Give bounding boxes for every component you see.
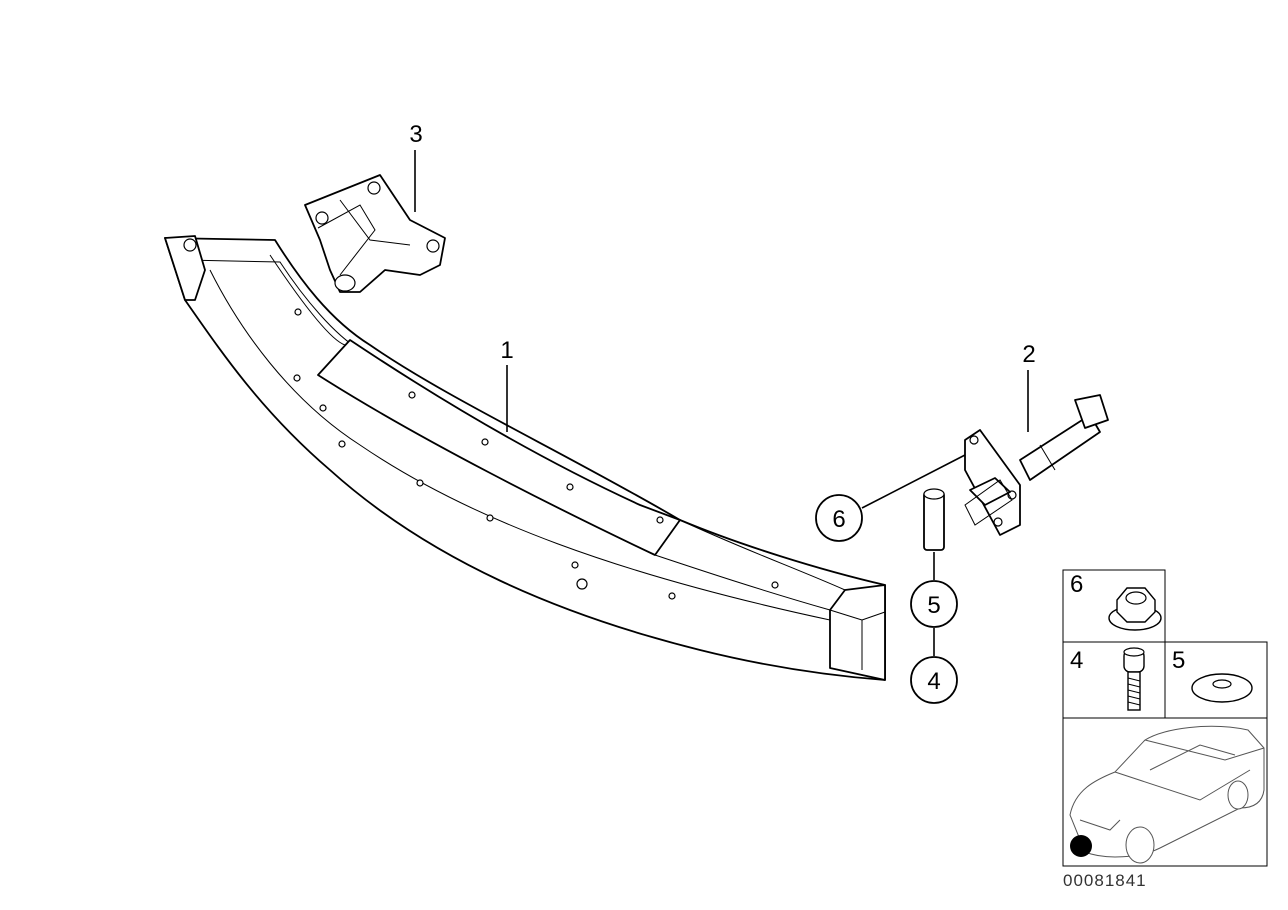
callout-number-2: 2 (1022, 341, 1035, 368)
hex-nut-icon (1108, 587, 1162, 631)
circled-number-5: 5 (927, 592, 940, 619)
circled-callout-4: 4 (910, 656, 958, 704)
pin-part[interactable] (923, 488, 945, 551)
callout-number-1: 1 (500, 337, 513, 364)
legend-label-4: 4 (1070, 647, 1083, 674)
circled-callout-6: 6 (815, 494, 863, 542)
hitch-stem-part[interactable] (964, 394, 1109, 536)
legend-label-6: 6 (1070, 571, 1083, 598)
bracket-part[interactable] (304, 174, 446, 293)
legend-label-5: 5 (1172, 647, 1185, 674)
circled-number-6: 6 (832, 506, 845, 533)
circled-number-4: 4 (927, 668, 940, 695)
washer-icon (1191, 673, 1253, 703)
bumper-carrier-part[interactable] (164, 235, 886, 681)
location-marker-icon (1070, 835, 1092, 857)
circled-callout-5: 5 (910, 580, 958, 628)
car-locator-icon (1069, 725, 1265, 864)
legend-panel: 6 4 5 (1062, 569, 1268, 867)
callout-number-3: 3 (409, 121, 422, 148)
diagram-number: 00081841 (1063, 871, 1147, 890)
bolt-icon (1123, 647, 1145, 711)
callout-line-6 (861, 454, 966, 509)
